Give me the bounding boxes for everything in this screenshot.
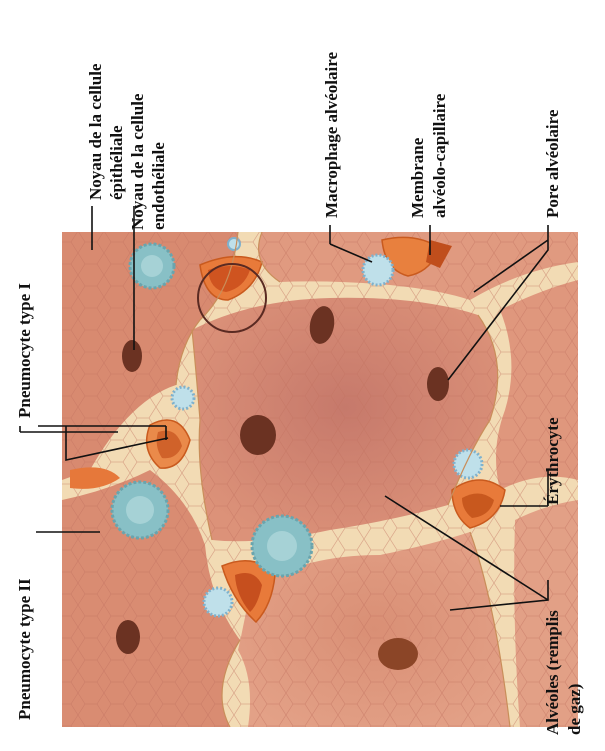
label-noyau-epitheliale-1: Noyau de la cellule (86, 63, 105, 200)
label-alveoles-2: de gaz) (565, 684, 584, 735)
label-noyau-epitheliale-2: épithéliale (107, 125, 126, 200)
label-noyau-endotheliale-1: Noyau de la cellule (128, 93, 147, 230)
label-alveoles-1: Alvéoles (remplis (543, 610, 562, 735)
label-pneumocyte-1: Pneumocyte type I (15, 283, 34, 418)
tissue-section (62, 232, 578, 727)
label-membrane-1: Membrane (408, 137, 427, 218)
label-membrane-2: alvéolo-capillaire (430, 93, 449, 218)
epithelial-texture (62, 232, 578, 727)
label-noyau-endotheliale-2: endothéliale (149, 142, 168, 230)
label-pore: Pore alvéolaire (543, 109, 562, 218)
label-macrophage: Macrophage alvéolaire (322, 52, 341, 218)
label-erythrocyte: Érythrocyte (543, 417, 562, 505)
label-pneumocyte-2: Pneumocyte type II (15, 578, 34, 720)
